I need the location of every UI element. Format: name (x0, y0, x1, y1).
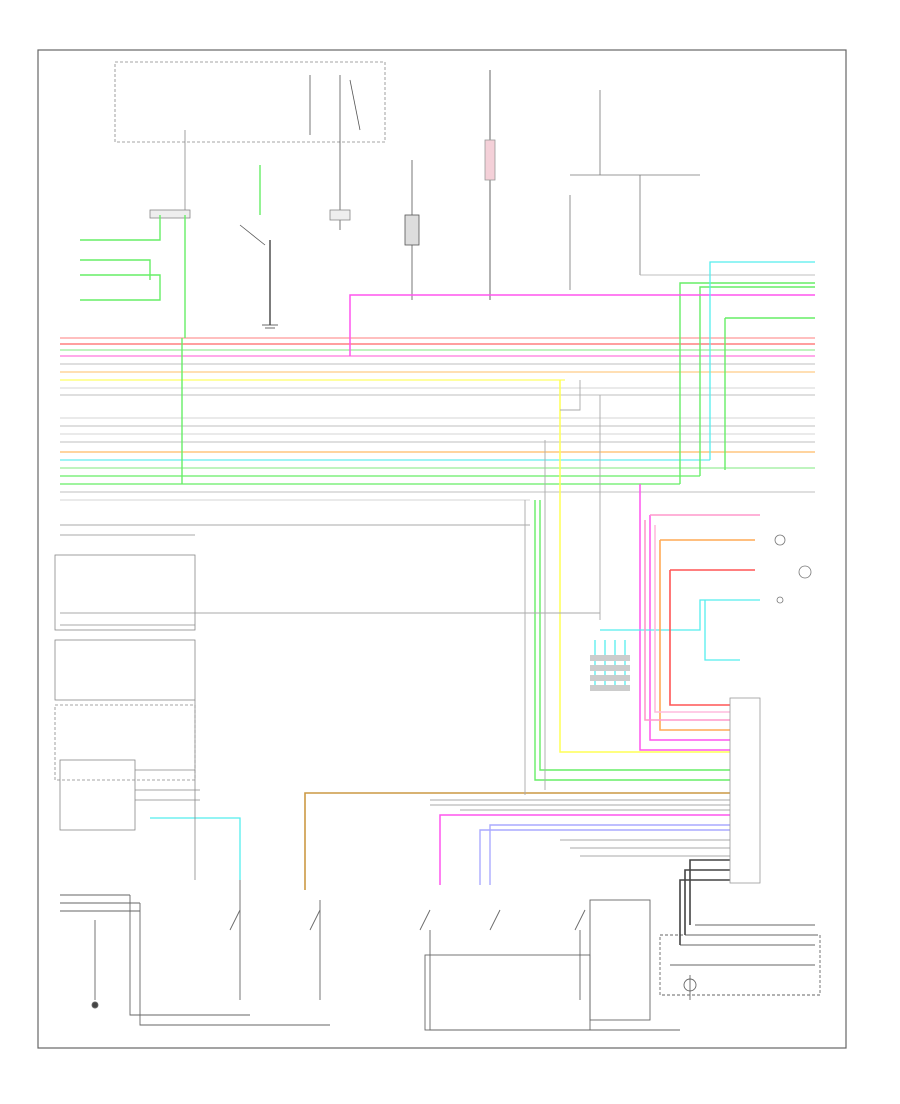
lamp-symbols (774, 534, 812, 604)
diagram-border (37, 49, 847, 1049)
right-connector (729, 697, 761, 884)
heavy-black-wires (679, 859, 730, 945)
magenta-wires (349, 294, 815, 885)
right-loops (644, 514, 760, 731)
relay-box (114, 61, 386, 143)
bus-wires (60, 337, 815, 501)
yellow-wires (559, 380, 730, 753)
connector-stubs (590, 655, 630, 691)
bottom-components (60, 880, 821, 1031)
cyan-wires (150, 261, 815, 880)
violet-wires (479, 824, 730, 885)
gray-wires (60, 380, 730, 857)
green-wires (80, 165, 815, 781)
left-modules (54, 554, 200, 880)
brown-wires (304, 792, 730, 890)
top-components (114, 61, 815, 329)
